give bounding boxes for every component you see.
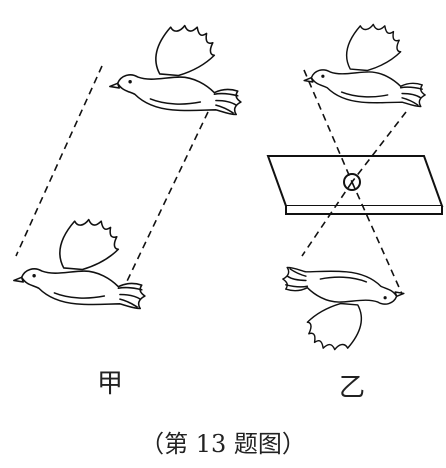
dashed-line: [351, 181, 403, 295]
dashed-line: [15, 65, 103, 257]
dashed-line: [117, 111, 209, 301]
dove-original: [109, 24, 242, 116]
dashed-line: [303, 69, 353, 183]
label-yi: 乙: [339, 373, 365, 403]
dashed-line: [351, 111, 407, 183]
label-jia: 甲: [97, 369, 123, 399]
dashed-line: [301, 181, 353, 257]
rotation-figure: [266, 23, 444, 351]
dove-top: [303, 23, 426, 108]
translation-figure: [13, 24, 242, 310]
dove-rotated: [282, 266, 405, 351]
figure-caption: （第 13 题图）: [140, 430, 306, 458]
dove-translated: [13, 218, 146, 310]
